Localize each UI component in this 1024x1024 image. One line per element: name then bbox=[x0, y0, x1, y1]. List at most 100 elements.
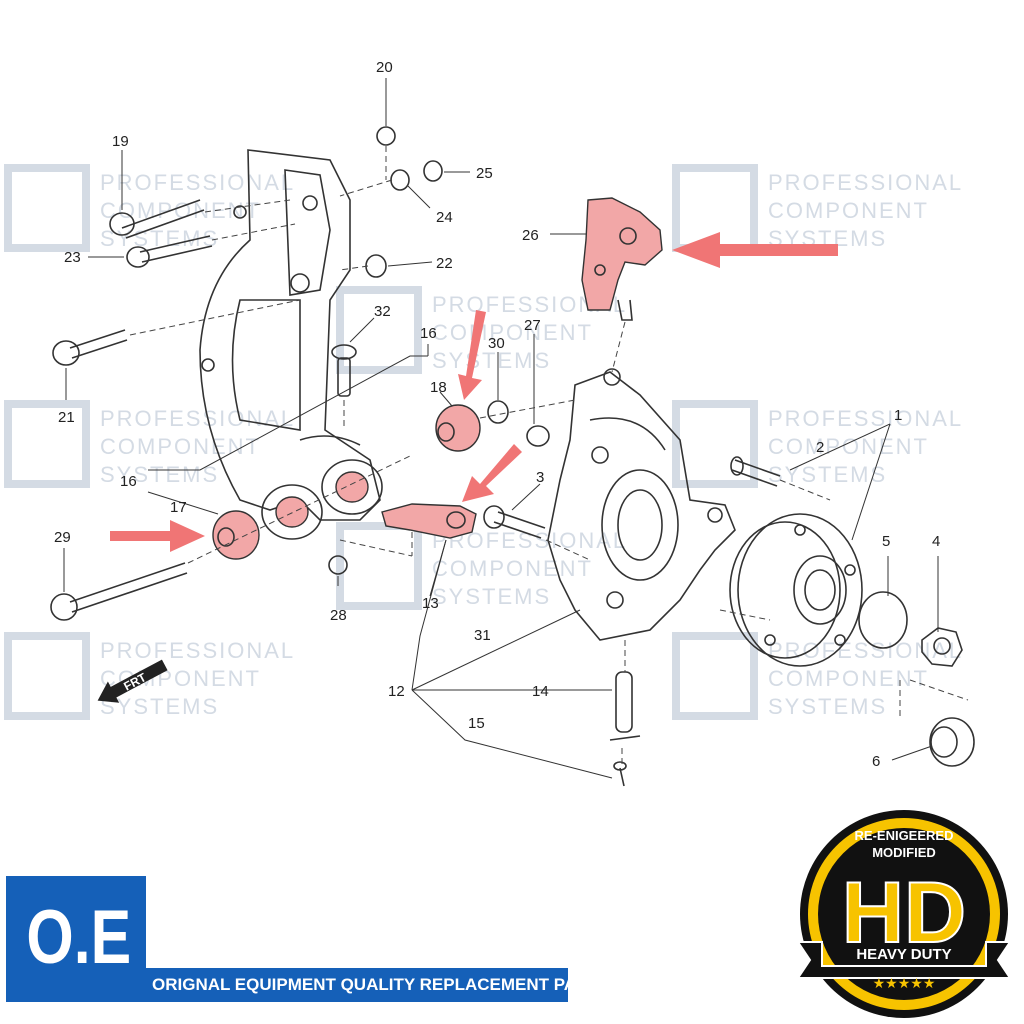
watermark: PROFESSIONAL COMPONENT SYSTEMS bbox=[4, 164, 295, 252]
nut-28 bbox=[328, 555, 348, 575]
badge-stars: ★★★★★ bbox=[873, 976, 936, 992]
watermark: PROFESSIONAL COMPONENT SYSTEMS bbox=[4, 632, 295, 720]
watermark-line-3: SYSTEMS bbox=[432, 584, 551, 609]
badge-ribbon bbox=[796, 941, 1012, 979]
nut-22 bbox=[365, 254, 387, 278]
heavy-duty-badge: RE-ENIGEERED MODIFIED HD HEAVY DUTY ★★★★… bbox=[796, 810, 1012, 1018]
watermark-line-1: PROFESSIONAL bbox=[768, 170, 963, 195]
callout-15: 15 bbox=[468, 715, 485, 732]
bolt-29 bbox=[50, 562, 188, 621]
bushing-16-inner bbox=[335, 471, 369, 503]
callout-1: 1 bbox=[894, 407, 902, 424]
bolt-21 bbox=[52, 329, 128, 366]
bushing-18 bbox=[435, 404, 481, 452]
callout-16-top: 16 bbox=[420, 325, 437, 342]
callout-26: 26 bbox=[522, 227, 539, 244]
bushing-17 bbox=[212, 510, 260, 560]
steering-knuckle bbox=[547, 368, 736, 641]
watermark-line-2: COMPONENT bbox=[100, 434, 261, 459]
callout-24: 24 bbox=[436, 209, 453, 226]
callout-30: 30 bbox=[488, 335, 505, 352]
hub-nut-4 bbox=[921, 627, 963, 667]
lower-control-arm bbox=[199, 149, 381, 521]
bushing-17-inner bbox=[275, 496, 309, 528]
arrow-plate-13 bbox=[462, 444, 522, 502]
watermark: PROFESSIONAL COMPONENT SYSTEMS bbox=[336, 522, 625, 610]
bolt-19 bbox=[109, 199, 205, 239]
watermark-line-2: COMPONENT bbox=[432, 556, 593, 581]
watermark-line-1: PROFESSIONAL bbox=[100, 170, 295, 195]
callout-27: 27 bbox=[524, 317, 541, 334]
badge-inner-disc bbox=[818, 828, 990, 1000]
bolt-3 bbox=[483, 505, 546, 539]
watermark-line-2: COMPONENT bbox=[768, 434, 929, 459]
callout-23: 23 bbox=[64, 249, 81, 266]
callout-32: 32 bbox=[374, 303, 391, 320]
highlight-arrows bbox=[110, 232, 838, 552]
watermark-line-3: SYSTEMS bbox=[768, 462, 887, 487]
watermark-line-3: SYSTEMS bbox=[100, 462, 219, 487]
watermark-line-2: COMPONENT bbox=[768, 198, 929, 223]
callout-6: 6 bbox=[872, 753, 880, 770]
arrow-bracket-26 bbox=[672, 232, 838, 268]
nut-20 bbox=[376, 126, 396, 146]
callout-25: 25 bbox=[476, 165, 493, 182]
watermark-line-1: PROFESSIONAL bbox=[100, 638, 295, 663]
washer-24 bbox=[390, 169, 410, 191]
watermark-line-1: PROFESSIONAL bbox=[768, 638, 963, 663]
bolt-32 bbox=[331, 344, 357, 397]
callout-5: 5 bbox=[882, 533, 890, 550]
callout-13: 13 bbox=[422, 595, 439, 612]
callout-19: 19 bbox=[112, 133, 129, 150]
leader-lines bbox=[63, 78, 939, 779]
callout-22: 22 bbox=[436, 255, 453, 272]
oe-logo-block: O.E bbox=[6, 876, 146, 1002]
stabilizer-bracket bbox=[581, 197, 663, 321]
snap-ring-5 bbox=[858, 591, 908, 649]
watermark-line-3: SYSTEMS bbox=[100, 694, 219, 719]
callout-20: 20 bbox=[376, 59, 393, 76]
washer-30 bbox=[487, 400, 509, 424]
callout-14: 14 bbox=[532, 683, 549, 700]
callout-labels: 1 2 3 4 5 6 12 13 14 15 16 16 17 18 19 2… bbox=[54, 59, 940, 770]
callout-17: 17 bbox=[170, 499, 187, 516]
nut-25 bbox=[423, 160, 443, 182]
watermark-line-1: PROFESSIONAL bbox=[100, 406, 295, 431]
nut-27 bbox=[526, 425, 550, 447]
oe-logo-text: O.E bbox=[26, 895, 132, 980]
bolt-23 bbox=[126, 235, 213, 268]
callout-21: 21 bbox=[58, 409, 75, 426]
badge-ribbon-text: HEAVY DUTY bbox=[856, 946, 951, 963]
callout-29: 29 bbox=[54, 529, 71, 546]
watermark: PROFESSIONAL COMPONENT SYSTEMS bbox=[672, 164, 963, 252]
callout-18: 18 bbox=[430, 379, 447, 396]
badge-top-text-2: MODIFIED bbox=[872, 845, 936, 860]
watermark-line-2: COMPONENT bbox=[432, 320, 593, 345]
assembly-lines bbox=[129, 146, 969, 764]
callout-3: 3 bbox=[536, 469, 544, 486]
bolt-2 bbox=[730, 456, 781, 487]
cap-nut-6 bbox=[929, 717, 975, 767]
pin-14 bbox=[609, 671, 641, 741]
oe-banner: ORIGNAL EQUIPMENT QUALITY REPLACEMENT PA… bbox=[142, 968, 599, 1002]
callout-31: 31 bbox=[474, 627, 491, 644]
watermark: PROFESSIONAL COMPONENT SYSTEMS bbox=[672, 632, 963, 720]
callout-4: 4 bbox=[932, 533, 940, 550]
watermark: PROFESSIONAL COMPONENT SYSTEMS bbox=[4, 400, 295, 488]
arrow-bushing-18 bbox=[458, 310, 486, 400]
badge-top-text-1: RE-ENIGEERED bbox=[855, 828, 954, 843]
callout-12: 12 bbox=[388, 683, 405, 700]
wheel-hub bbox=[729, 513, 863, 667]
arm-bushings bbox=[212, 400, 509, 560]
watermark-group: PROFESSIONAL COMPONENT SYSTEMS PROFESSIO… bbox=[4, 164, 963, 720]
screw-15 bbox=[613, 761, 627, 787]
watermark: PROFESSIONAL COMPONENT SYSTEMS bbox=[672, 400, 961, 488]
watermark-line-2: COMPONENT bbox=[768, 666, 929, 691]
watermark-line-3: SYSTEMS bbox=[768, 694, 887, 719]
watermark-line-3: SYSTEMS bbox=[432, 348, 551, 373]
badge-main-text: HD bbox=[842, 865, 966, 961]
link-plate-13 bbox=[381, 503, 477, 539]
callout-2: 2 bbox=[816, 439, 824, 456]
callout-16-left: 16 bbox=[120, 473, 137, 490]
